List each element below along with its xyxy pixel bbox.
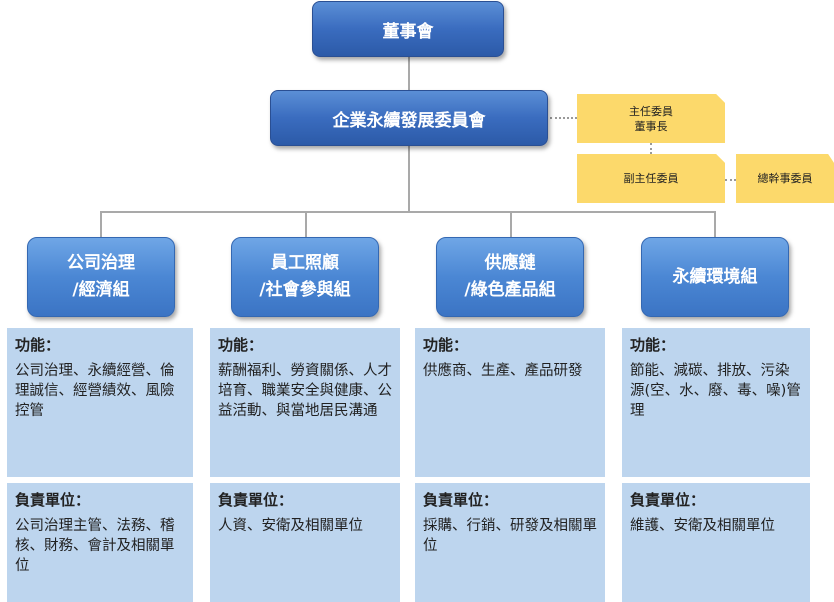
responsible-unit-text: 採購、行銷、研發及相關單位 (423, 518, 597, 554)
function-panel: 功能： 公司治理、永續經營、倫理誠信、經營績效、風險控管 (7, 328, 193, 477)
connector-committee-bus (408, 146, 410, 212)
committee-label: 企業永續發展委員會 (332, 110, 486, 131)
connector-group-2 (305, 211, 307, 237)
function-text: 公司治理、永續經營、倫理誠信、經營績效、風險控管 (15, 363, 175, 419)
connector-group-1 (100, 211, 102, 237)
connector-group-4 (714, 211, 716, 237)
group-employee-social-box: 員工照顧 /社會參與組 (231, 237, 379, 317)
dotted-link-vice-secretary (725, 179, 736, 181)
function-heading: 功能： (218, 336, 264, 354)
group-governance-box: 公司治理 /經濟組 (27, 237, 175, 317)
responsible-unit-panel: 負責單位： 公司治理主管、法務、稽核、財務、會計及相關單位 (7, 483, 193, 602)
group-environment-box: 永續環境組 (641, 237, 789, 317)
connector-bus (100, 211, 715, 213)
function-heading: 功能： (630, 336, 676, 354)
vice-chair-note: 副主任委員 (577, 154, 725, 203)
function-heading: 功能： (15, 336, 61, 354)
responsible-unit-heading: 負責單位： (15, 491, 91, 509)
responsible-unit-heading: 負責單位： (218, 491, 294, 509)
group-supply-chain-box: 供應鏈 /綠色產品組 (436, 237, 584, 317)
responsible-unit-panel: 負責單位： 採購、行銷、研發及相關單位 (415, 483, 605, 602)
responsible-unit-heading: 負責單位： (423, 491, 499, 509)
responsible-unit-text: 人資、安衛及相關單位 (218, 518, 363, 534)
responsible-unit-text: 維護、安衛及相關單位 (630, 518, 775, 534)
connector-board-committee (408, 57, 410, 90)
function-heading: 功能： (423, 336, 469, 354)
board-label: 董事會 (382, 21, 434, 42)
function-panel: 功能： 節能、減碳、排放、污染源(空、水、廢、毒、噪)管理 (622, 328, 810, 477)
dotted-link-committee-chair (550, 117, 577, 119)
connector-group-3 (510, 211, 512, 237)
responsible-unit-panel: 負責單位： 維護、安衛及相關單位 (622, 483, 810, 602)
function-text: 供應商、生產、產品研發 (423, 363, 583, 379)
responsible-unit-panel: 負責單位： 人資、安衛及相關單位 (210, 483, 400, 602)
function-text: 節能、減碳、排放、污染源(空、水、廢、毒、噪)管理 (630, 363, 801, 419)
responsible-unit-heading: 負責單位： (630, 491, 706, 509)
board-box: 董事會 (312, 1, 504, 57)
function-text: 薪酬福利、勞資關係、人才培育、職業安全與健康、公益活動、與當地居民溝通 (218, 363, 392, 419)
dotted-link-chair-vice (650, 143, 652, 154)
responsible-unit-text: 公司治理主管、法務、稽核、財務、會計及相關單位 (15, 518, 175, 574)
secretary-note: 總幹事委員 (736, 154, 834, 203)
function-panel: 功能： 供應商、生產、產品研發 (415, 328, 605, 477)
committee-box: 企業永續發展委員會 (270, 90, 548, 146)
function-panel: 功能： 薪酬福利、勞資關係、人才培育、職業安全與健康、公益活動、與當地居民溝通 (210, 328, 400, 477)
chair-note: 主任委員 董事長 (577, 94, 725, 143)
